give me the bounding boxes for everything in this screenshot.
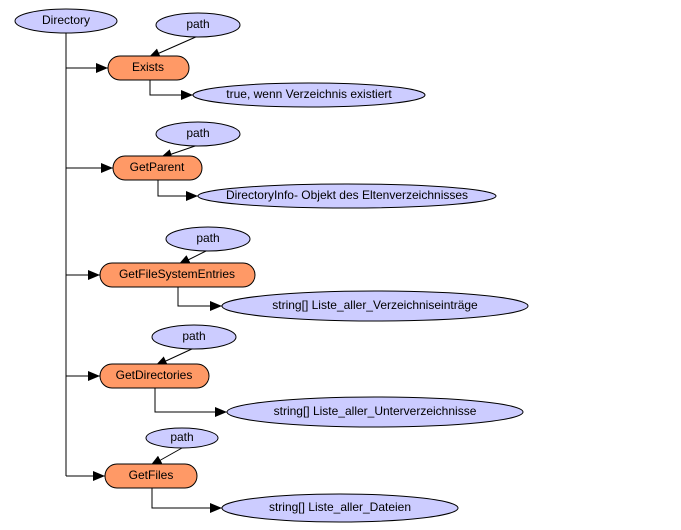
method-node-getparent bbox=[112, 155, 203, 181]
root-node-shape bbox=[14, 8, 118, 34]
edges bbox=[65, 33, 227, 513]
input-label-getdirectories: path bbox=[182, 329, 205, 343]
method-node-getdirectories bbox=[99, 363, 210, 389]
method-exists: path Exists true, wenn Verzeichnis exist… bbox=[107, 12, 426, 108]
edge-exists-to-output bbox=[149, 80, 193, 100]
method-getfiles: path GetFiles string[] Liste_aller_Datei… bbox=[104, 427, 459, 523]
edge-path-to-getdirectories bbox=[154, 347, 195, 367]
output-node-getfilesystementries bbox=[221, 290, 529, 322]
input-node-exists bbox=[155, 12, 241, 38]
method-getparent: path GetParent DirectoryInfo- Objekt des… bbox=[112, 121, 497, 209]
edge-getparent-to-output bbox=[157, 180, 198, 201]
edge-path-to-getfiles bbox=[149, 447, 183, 467]
output-label-getparent: DirectoryInfo- Objekt des Eltenverzeichn… bbox=[226, 188, 468, 202]
output-node-getparent bbox=[197, 183, 497, 209]
input-label-getparent: path bbox=[186, 126, 209, 140]
input-node-getparent bbox=[155, 121, 241, 147]
edge-getdirectories-to-output bbox=[154, 388, 227, 417]
edge-getfiles-to-output bbox=[151, 488, 222, 513]
input-node-getdirectories bbox=[151, 324, 237, 350]
input-label-getfilesystementries: path bbox=[196, 231, 219, 245]
method-label-getparent: GetParent bbox=[130, 160, 185, 174]
output-label-getfilesystementries: string[] Liste_aller_Verzeichniseinträge bbox=[272, 298, 478, 312]
method-label-getfiles: GetFiles bbox=[129, 468, 174, 482]
input-label-getfiles: path bbox=[170, 430, 193, 444]
root-node-label: Directory bbox=[42, 13, 90, 27]
output-label-exists: true, wenn Verzeichnis existiert bbox=[226, 87, 392, 101]
output-node-getfiles bbox=[221, 493, 459, 523]
method-node-getfiles bbox=[104, 463, 198, 489]
input-node-getfiles bbox=[145, 427, 219, 449]
method-getfilesystementries: path GetFileSystemEntries string[] Liste… bbox=[99, 226, 529, 322]
method-label-getdirectories: GetDirectories bbox=[116, 368, 193, 382]
output-label-getfiles: string[] Liste_aller_Dateien bbox=[269, 500, 411, 514]
output-node-getdirectories bbox=[226, 396, 524, 428]
root-node: Directory bbox=[14, 8, 118, 34]
method-label-exists: Exists bbox=[132, 60, 164, 74]
method-node-exists bbox=[107, 55, 190, 81]
method-getdirectories: path GetDirectories string[] Liste_aller… bbox=[99, 324, 524, 428]
edge-path-to-exists bbox=[147, 35, 199, 59]
output-node-exists bbox=[192, 82, 426, 108]
edge-getfilesystementries-to-output bbox=[177, 287, 222, 311]
input-label-exists: path bbox=[186, 17, 209, 31]
input-node-getfilesystementries bbox=[165, 226, 251, 252]
method-label-getfilesystementries: GetFileSystemEntries bbox=[119, 267, 235, 281]
output-label-getdirectories: string[] Liste_aller_Unterverzeichnisse bbox=[274, 404, 477, 418]
method-node-getfilesystementries bbox=[99, 262, 256, 288]
